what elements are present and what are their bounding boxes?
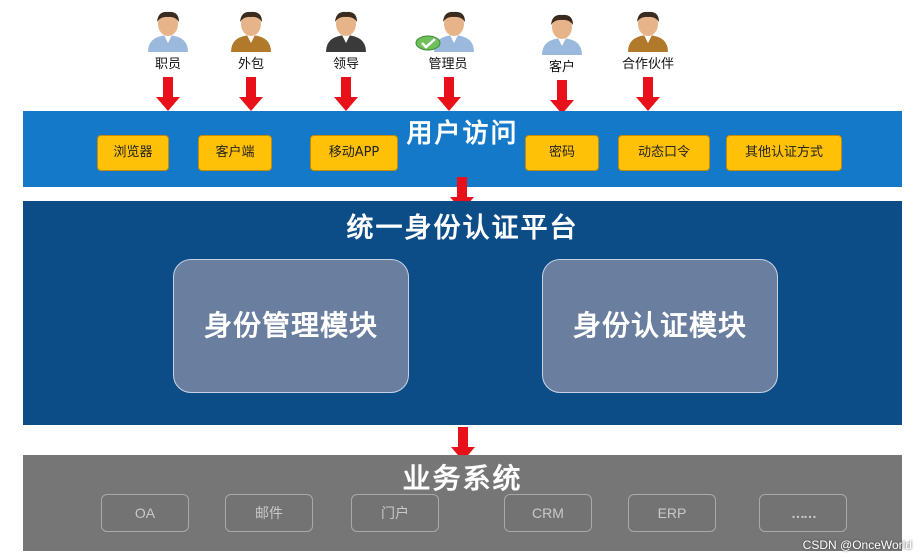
system-crm: CRM (504, 494, 592, 532)
user-label: 外包 (237, 57, 264, 72)
identity-management-module: 身份管理模块 (173, 259, 409, 393)
business-title: 业务系统 (402, 462, 523, 495)
down-arrow-icon (437, 77, 461, 111)
access-method-mobile-app: 移动APP (310, 135, 398, 171)
person-icon (628, 11, 668, 52)
watermark: CSDN @OnceWorld (802, 538, 912, 552)
user-admin: 管理员 (415, 10, 478, 72)
access-method-browser: 浏览器 (97, 135, 169, 171)
access-layer: 用户访问 浏览器 客户端 移动APP 密码 动态口令 其他认证方式 (23, 111, 902, 187)
system-oa: OA (101, 494, 189, 532)
system-more: …… (759, 494, 847, 532)
user-label: 职员 (154, 57, 181, 72)
down-arrow-icon (239, 77, 263, 111)
user-employee: 职员 (138, 10, 198, 72)
person-icon (542, 14, 582, 55)
identity-authentication-module: 身份认证模块 (542, 259, 778, 393)
person-icon (326, 11, 366, 52)
admin-person-icon (415, 11, 474, 52)
user-outsourced: 外包 (221, 10, 281, 72)
access-method-password: 密码 (525, 135, 599, 171)
access-layer-title: 用户访问 (406, 119, 519, 149)
business-systems-layer: 业务系统 OA 邮件 门户 CRM ERP …… (23, 455, 902, 551)
user-customer: 客户 (532, 13, 592, 75)
user-partner: 合作伙伴 (618, 10, 678, 72)
down-arrow-icon (550, 80, 574, 114)
access-method-otp: 动态口令 (618, 135, 710, 171)
system-mail: 邮件 (225, 494, 313, 532)
user-label: 领导 (332, 57, 359, 72)
user-label: 合作伙伴 (621, 57, 674, 72)
access-method-other: 其他认证方式 (726, 135, 842, 171)
platform-title: 统一身份认证平台 (346, 213, 579, 244)
user-label: 管理员 (428, 57, 468, 72)
down-arrow-icon (334, 77, 358, 111)
access-method-client: 客户端 (198, 135, 272, 171)
down-arrow-icon (451, 427, 475, 461)
person-icon (148, 11, 188, 52)
user-label: 客户 (548, 60, 575, 75)
down-arrow-icon (636, 77, 660, 111)
system-erp: ERP (628, 494, 716, 532)
down-arrow-icon (156, 77, 180, 111)
person-icon (231, 11, 271, 52)
identity-platform-layer: 统一身份认证平台 身份管理模块 身份认证模块 (23, 201, 902, 425)
user-leader: 领导 (316, 10, 376, 72)
system-portal: 门户 (351, 494, 439, 532)
